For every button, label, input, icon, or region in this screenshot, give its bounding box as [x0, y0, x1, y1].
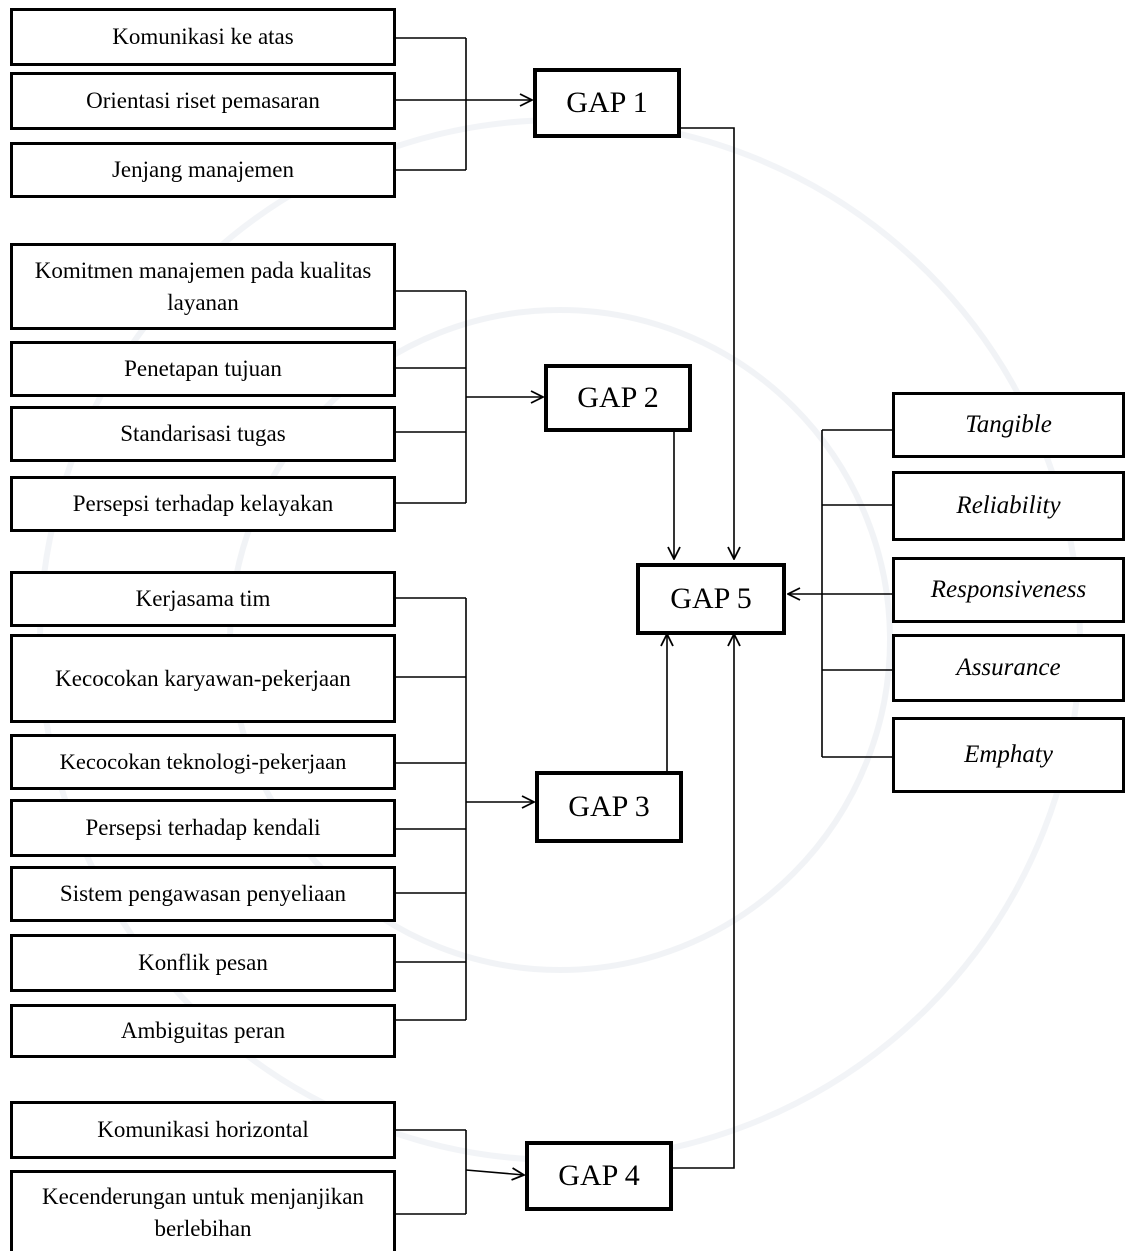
gap3-factor-box: Kecocokan karyawan-pekerjaan	[10, 634, 396, 723]
gap4-box: GAP 4	[525, 1141, 673, 1211]
gap4-factor-box: Komunikasi horizontal	[10, 1101, 396, 1159]
dimension-box-reliability: Reliability	[892, 471, 1125, 541]
dimension-box-responsiveness: Responsiveness	[892, 557, 1125, 623]
gap1-factor-box: Orientasi riset pemasaran	[10, 72, 396, 130]
gap1-box: GAP 1	[533, 68, 681, 138]
gap2-factor-box: Komitmen manajemen pada kualitas layanan	[10, 243, 396, 330]
gap4-factor-box: Kecenderungan untuk menjanjikan berlebih…	[10, 1170, 396, 1251]
gap3-factor-box: Kerjasama tim	[10, 571, 396, 627]
dimension-box-assurance: Assurance	[892, 634, 1125, 702]
dimension-box-tangible: Tangible	[892, 392, 1125, 458]
gap3-box: GAP 3	[535, 771, 683, 843]
dimension-box-emphaty: Emphaty	[892, 717, 1125, 793]
gap1-factor-box: Jenjang manajemen	[10, 142, 396, 198]
gap3-factor-box: Ambiguitas peran	[10, 1004, 396, 1058]
gap2-factor-box: Penetapan tujuan	[10, 341, 396, 397]
gap1-factor-box: Komunikasi ke atas	[10, 8, 396, 66]
gap2-factor-box: Standarisasi tugas	[10, 406, 396, 462]
gap5-box: GAP 5	[636, 563, 786, 635]
gap3-factor-box: Sistem pengawasan penyeliaan	[10, 866, 396, 922]
gap3-factor-box: Konflik pesan	[10, 934, 396, 992]
gap2-box: GAP 2	[544, 364, 692, 432]
gap3-factor-box: Persepsi terhadap kendali	[10, 799, 396, 857]
gap3-factor-box: Kecocokan teknologi-pekerjaan	[10, 734, 396, 790]
gap2-factor-box: Persepsi terhadap kelayakan	[10, 476, 396, 532]
